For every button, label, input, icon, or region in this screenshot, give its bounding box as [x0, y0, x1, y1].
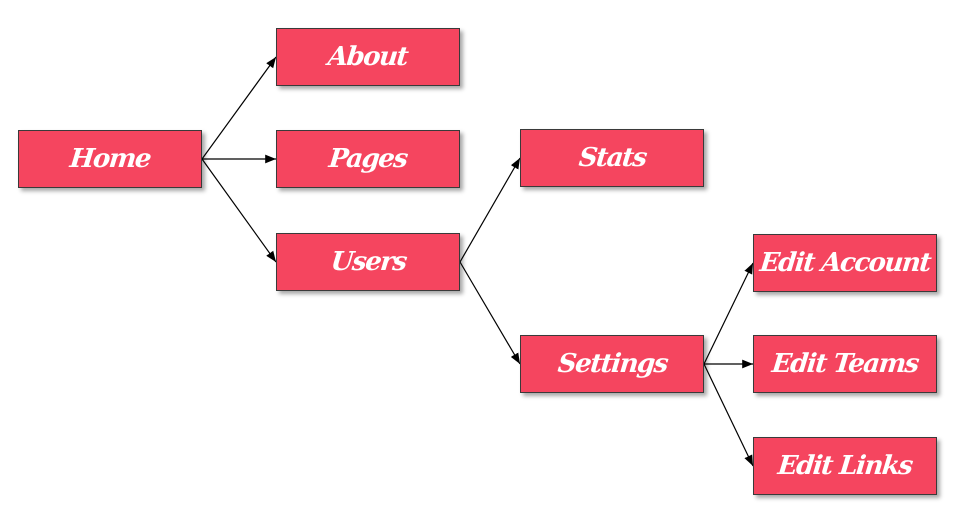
node-pages[interactable]: Pages [276, 130, 460, 188]
node-label: Edit Teams [770, 349, 920, 379]
edge-settings-to-edit_links [703, 363, 754, 467]
node-label: About [326, 42, 410, 72]
node-users[interactable]: Users [276, 233, 460, 291]
node-label: Edit Account [758, 248, 932, 278]
edge-users-to-stats [459, 157, 521, 263]
edge-users-to-settings [459, 261, 521, 365]
node-settings[interactable]: Settings [520, 335, 704, 393]
node-about[interactable]: About [276, 28, 460, 86]
node-label: Settings [555, 349, 669, 379]
edge-home-to-about [201, 56, 277, 160]
node-label: Home [68, 144, 152, 174]
node-label: Users [329, 247, 407, 277]
node-edit-account[interactable]: Edit Account [753, 234, 937, 292]
node-edit-links[interactable]: Edit Links [753, 437, 937, 495]
node-stats[interactable]: Stats [520, 129, 704, 187]
edge-settings-to-edit_account [703, 262, 754, 365]
node-label: Stats [577, 143, 647, 173]
node-edit-teams[interactable]: Edit Teams [753, 335, 937, 393]
node-label: Pages [327, 144, 409, 174]
node-home[interactable]: Home [18, 130, 202, 188]
edge-home-to-users [201, 158, 277, 263]
node-label: Edit Links [776, 451, 914, 481]
